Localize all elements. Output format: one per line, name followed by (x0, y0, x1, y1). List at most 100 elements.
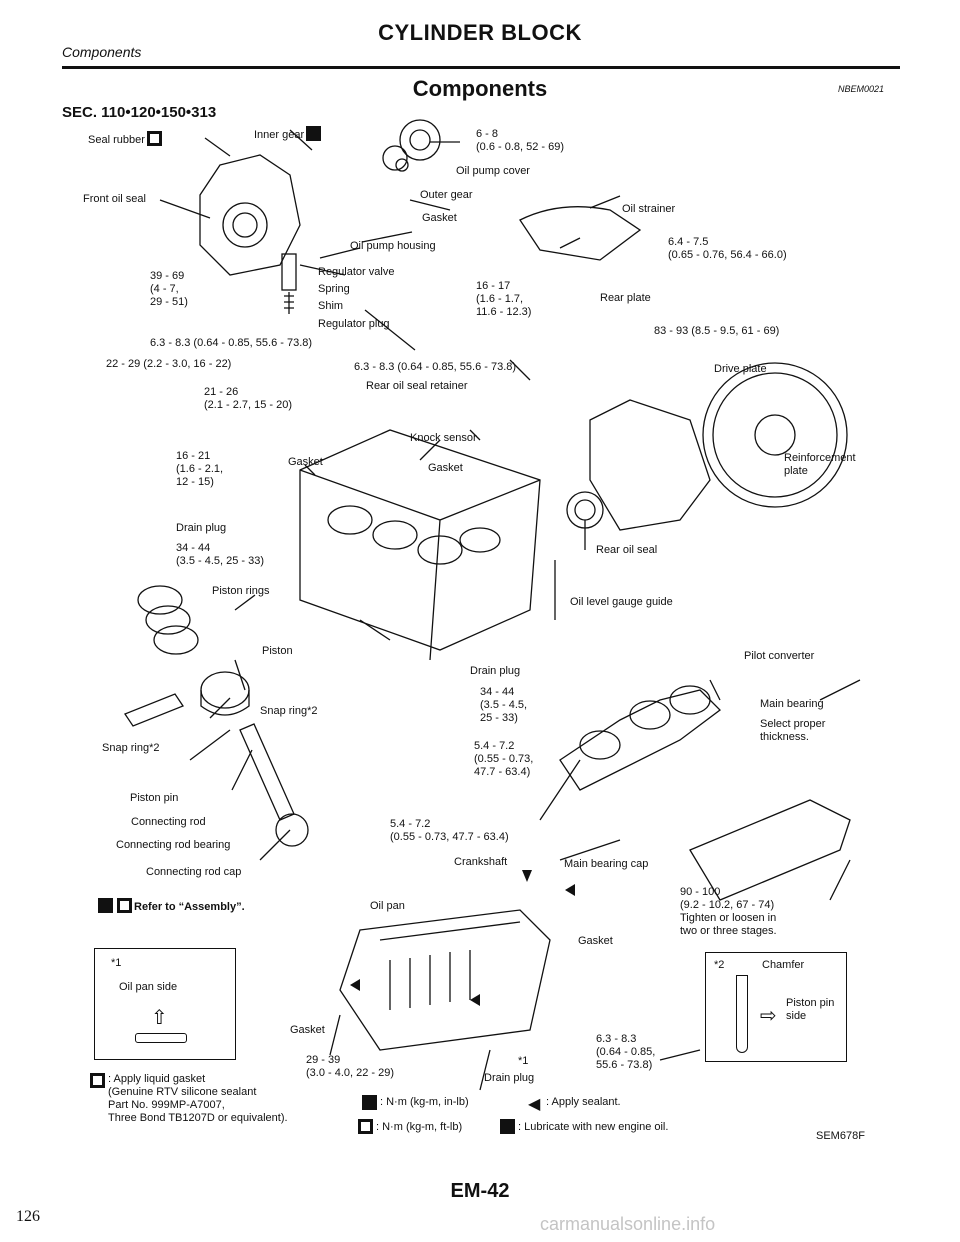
piston-pin-shape (124, 693, 184, 727)
label-front-oil-seal: Front oil seal (83, 193, 146, 205)
label-oil-pan: Oil pan (370, 900, 405, 912)
label-rear-plate: Rear plate (600, 292, 651, 304)
inset-1-title: *1 (111, 957, 122, 969)
label-rear-oil-seal-retainer: Rear oil seal retainer (366, 380, 468, 392)
spec-83-93: 83 - 93 (8.5 - 9.5, 61 - 69) (654, 325, 780, 337)
replace-icon (146, 131, 162, 146)
label-snap-ring-a: Snap ring*2 (260, 705, 318, 717)
rear-plate-shape (589, 399, 711, 531)
lubricate-icon (498, 1118, 517, 1136)
spec-regulator: 39 - 69 (4 - 7, 29 - 51) (150, 270, 188, 308)
legend-nm-inlb: : N·m (kg-m, in-lb) (380, 1096, 469, 1108)
label-oil-strainer: Oil strainer (622, 203, 676, 215)
piston-ring-1 (137, 585, 183, 615)
oil-strainer-shape (519, 206, 642, 261)
label-outer-gear: Outer gear (420, 189, 473, 201)
inset-2-piston-pin-side: Piston pin side (786, 997, 835, 1022)
label-reinforcement-plate: Reinforcement plate (784, 452, 856, 477)
main-bearing-cap-shape (689, 799, 851, 901)
label-connecting-rod-cap: Connecting rod cap (146, 866, 242, 878)
label-oil-pump-housing: Oil pump housing (350, 240, 436, 252)
page-code: EM-42 (450, 1180, 510, 1202)
label-oil-pump-cover: Oil pump cover (456, 165, 530, 177)
inset-2-title: *2 (714, 959, 725, 971)
spec-6-3-8-3-a: 6.3 - 8.3 (0.64 - 0.85, 55.6 - 73.8) (150, 337, 313, 349)
gasket-bead-icon (135, 1033, 187, 1043)
label-gasket-retainer: Gasket (428, 462, 463, 474)
legend-liquid-gasket: : Apply liquid gasket (Genuine RTV silic… (108, 1073, 288, 1124)
torque-ftlb-icon (356, 1118, 375, 1136)
spec-16-17: 16 - 17 (1.6 - 1.7, 11.6 - 12.3) (476, 280, 532, 318)
label-gasket-pump: Gasket (422, 212, 457, 224)
label-piston-rings: Piston rings (212, 585, 270, 597)
label-spring: Spring (318, 283, 350, 295)
spec-5-4-7-2-a: 5.4 - 7.2 (0.55 - 0.73, 47.7 - 63.4) (474, 740, 534, 778)
section-title: Components (412, 76, 548, 101)
label-connecting-rod: Connecting rod (131, 816, 206, 828)
label-knock-sensor: Knock sensor (410, 432, 477, 444)
torque-ftlb-icon (117, 898, 132, 913)
spec-6-3-8-3-c: 6.3 - 8.3 (0.64 - 0.85, 55.6 - 73.8) (596, 1033, 656, 1071)
label-regulator-plug: Regulator plug (318, 318, 390, 330)
up-arrow-icon: ⇧ (151, 1007, 168, 1029)
label-drain-plug-2: Drain plug (470, 665, 521, 677)
sealant-arrow-icon: ◀ (528, 1096, 541, 1113)
label-note-1: *1 (518, 1055, 529, 1067)
sec-code: SEC. 110•120•150•313 (62, 104, 217, 121)
label-seal-rubber: Seal rubber (88, 131, 164, 147)
page-number: 126 (16, 1208, 40, 1225)
piston-ring-2 (145, 605, 191, 635)
spec-16-21: 16 - 21 (1.6 - 2.1, 12 - 15) (176, 450, 224, 488)
label-gasket-knock: Gasket (288, 456, 323, 468)
spec-90-100: 90 - 100 (9.2 - 10.2, 67 - 74) Tighten o… (680, 886, 777, 937)
label-shim: Shim (318, 300, 344, 312)
label-regulator-valve: Regulator valve (318, 266, 395, 278)
sealant-arrow-2 (565, 884, 575, 896)
label-pilot-converter: Pilot converter (744, 650, 815, 662)
connecting-rod-shape (239, 723, 295, 821)
header-rule (62, 66, 900, 69)
liquid-gasket-icon (88, 1072, 107, 1090)
inset-oil-pan-side: *1 Oil pan side ⇧ (94, 948, 236, 1060)
label-oil-level-gauge-guide: Oil level gauge guide (570, 596, 673, 608)
torque-inlb-icon (360, 1094, 379, 1112)
legend-lubricate: : Lubricate with new engine oil. (518, 1121, 669, 1133)
cylinder-block-shape (299, 429, 541, 651)
oil-pump-housing-shape (199, 154, 301, 276)
label-gasket-drain: Gasket (290, 1024, 325, 1036)
spec-oil-pump-cover: 6 - 8 (0.6 - 0.8, 52 - 69) (476, 128, 565, 153)
label-connecting-rod-bearing: Connecting rod bearing (116, 839, 231, 851)
right-arrow-icon: ⇨ (760, 1005, 777, 1027)
label-piston: Piston (262, 645, 293, 657)
sealant-arrow-3 (350, 979, 360, 991)
label-refer-assembly: Refer to “Assembly”. (96, 898, 245, 914)
legend-nm-ftlb: : N·m (kg-m, ft-lb) (376, 1121, 463, 1133)
label-drive-plate: Drive plate (714, 363, 767, 375)
section-name: Components (62, 44, 142, 60)
label-piston-pin: Piston pin (130, 792, 179, 804)
lubricate-icon (306, 126, 322, 141)
legend-apply-sealant: : Apply sealant. (546, 1096, 621, 1108)
sealant-arrow-4 (470, 994, 480, 1006)
sealant-arrow-1 (522, 870, 532, 882)
inset-2-chamfer: Chamfer (762, 959, 805, 971)
label-inner-gear: Inner gear (254, 126, 323, 142)
spec-34-44-a: 34 - 44 (3.5 - 4.5, 25 - 33) (176, 542, 265, 567)
label-gasket-oil-pan: Gasket (578, 935, 613, 947)
label-rear-oil-seal: Rear oil seal (596, 544, 658, 556)
watermark: carmanualsonline.info (540, 1214, 716, 1234)
lubricate-icon (98, 898, 113, 913)
spec-21-26: 21 - 26 (2.1 - 2.7, 15 - 20) (204, 386, 293, 411)
oil-pump-cover-shape (399, 119, 441, 161)
crankshaft-shape (559, 689, 721, 791)
reference-code: NBEM0021 (838, 84, 885, 94)
figure-code: SEM678F (816, 1130, 865, 1142)
label-drain-plug-3: Drain plug (484, 1072, 535, 1084)
inset-1-text: Oil pan side (119, 981, 178, 993)
piston-ring-3 (153, 625, 199, 655)
spec-strainer: 6.4 - 7.5 (0.65 - 0.76, 56.4 - 66.0) (668, 236, 787, 261)
spec-34-44-b: 34 - 44 (3.5 - 4.5, 25 - 33) (480, 686, 528, 724)
spec-6-3-8-3-b: 6.3 - 8.3 (0.64 - 0.85, 55.6 - 73.8) (354, 361, 517, 373)
page-title: CYLINDER BLOCK (378, 20, 582, 45)
